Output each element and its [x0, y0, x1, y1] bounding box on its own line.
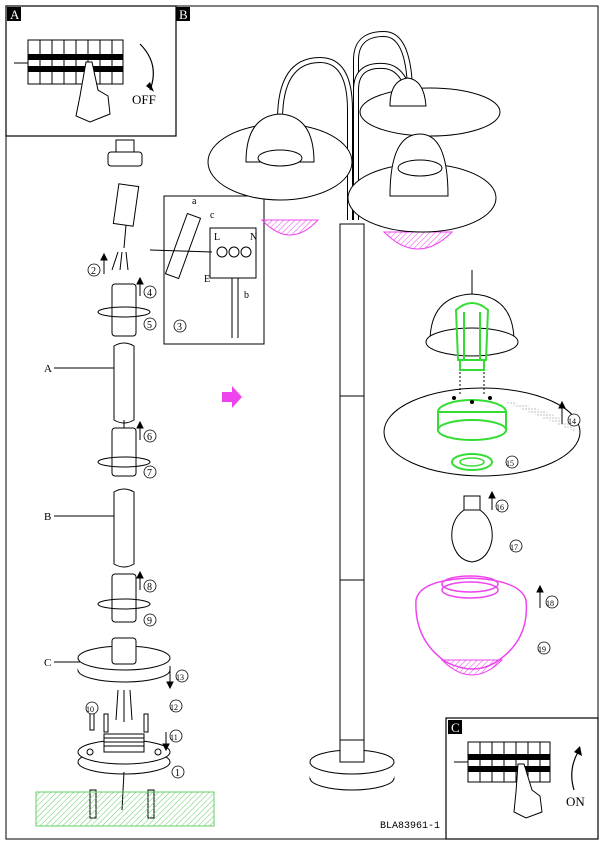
wiring-letter-l: L — [214, 232, 220, 243]
step-12: 12 — [170, 703, 178, 712]
panel-letter-b: B — [179, 7, 188, 22]
step-marker — [171, 765, 185, 779]
step-1: 1 — [175, 768, 180, 779]
panel-c-switch-on: C ON — [445, 717, 599, 840]
part-label-b: B — [44, 511, 51, 523]
step-marker — [169, 699, 183, 713]
step-14: 14 — [568, 417, 576, 426]
wiring-letter-n: N — [250, 232, 257, 243]
panel-letter-c: C — [451, 720, 460, 735]
step-marker — [85, 701, 99, 715]
panel-a-switch-off: A OFF — [5, 5, 177, 137]
breaker-block-icon — [454, 741, 551, 783]
step-marker — [87, 263, 101, 277]
step-3: 3 — [177, 322, 182, 333]
wiring-letter-b: b — [244, 290, 249, 301]
step-marker — [143, 429, 157, 443]
wiring-letter-e: E — [204, 274, 210, 285]
step-16: 16 — [496, 503, 504, 512]
step-15: 15 — [506, 459, 514, 468]
arrow-right-icon — [222, 386, 242, 408]
model-code: BLA83961-1 — [380, 821, 440, 832]
step-5: 5 — [147, 320, 152, 331]
step-marker — [505, 455, 519, 469]
step-2: 2 — [91, 266, 96, 277]
step-markers — [85, 263, 581, 779]
step-marker — [175, 669, 189, 683]
step-9: 9 — [147, 616, 152, 627]
step-marker — [567, 413, 581, 427]
hand-icon — [513, 763, 543, 819]
breaker-block-icon — [14, 39, 124, 85]
wiring-detail: a b c L N E — [149, 195, 265, 345]
step-marker — [143, 613, 157, 627]
step-8: 8 — [147, 582, 152, 593]
step-18: 18 — [546, 599, 554, 608]
step-13: 13 — [176, 673, 184, 682]
panel-letter-a: A — [10, 7, 20, 22]
step-marker — [173, 319, 187, 333]
step-7: 7 — [147, 468, 152, 479]
step-6: 6 — [147, 432, 152, 443]
wiring-letter-c: c — [210, 210, 215, 221]
outer-frame — [5, 5, 599, 840]
step-10: 10 — [86, 705, 94, 714]
rotate-arrow-icon — [571, 751, 579, 791]
step-numbers: 1 2 3 4 5 6 7 8 9 10 11 12 13 14 15 16 1… — [86, 266, 576, 779]
step-marker — [537, 641, 551, 655]
ground-surface — [35, 791, 215, 827]
step-marker — [143, 285, 157, 299]
step-11: 11 — [170, 733, 178, 742]
step-19: 19 — [538, 645, 546, 654]
step-marker — [143, 465, 157, 479]
wiring-letter-a: a — [192, 196, 197, 207]
lamp-post — [207, 30, 501, 791]
direction-arrows — [100, 252, 566, 752]
step-marker — [509, 539, 523, 553]
step-marker — [143, 317, 157, 331]
cable-assembly — [77, 139, 171, 819]
step-marker — [495, 499, 509, 513]
step-17: 17 — [510, 543, 518, 552]
step-marker — [545, 595, 559, 609]
step-4: 4 — [147, 288, 152, 299]
step-marker — [143, 579, 157, 593]
part-label-c: C — [44, 657, 51, 669]
lamp-head-exploded — [383, 270, 581, 676]
step-marker — [169, 729, 183, 743]
switch-off-label: OFF — [132, 92, 156, 107]
part-label-a: A — [44, 363, 52, 375]
switch-on-label: ON — [566, 794, 585, 809]
hand-icon — [75, 61, 111, 123]
